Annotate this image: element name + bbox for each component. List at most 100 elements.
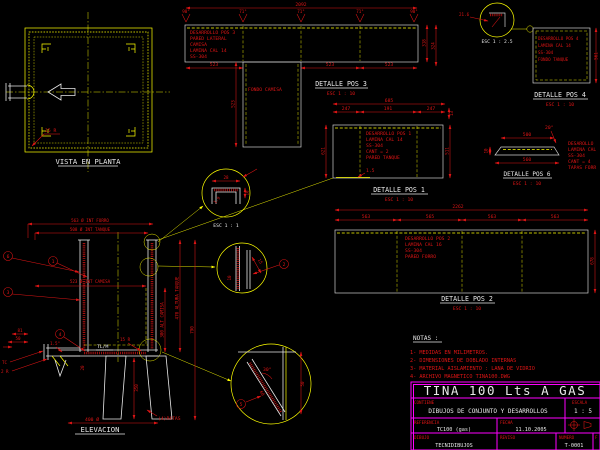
pos3-tab-dim: 523 xyxy=(231,100,236,108)
detalle-pos-3: 2092 90° 71° 71° 71° 90° DESARROLLO POS … xyxy=(181,2,438,148)
pos6-dim-top: 500 xyxy=(523,132,532,138)
elev-ref-4: 4 xyxy=(59,332,62,338)
elev-ref-3-balloon xyxy=(3,287,13,297)
fecha-label: FECHA xyxy=(500,420,513,425)
leg-left xyxy=(102,355,127,420)
pos6-note: LAMINA CAL xyxy=(568,147,596,153)
pos4-zoom-circle xyxy=(479,2,515,38)
elev-radius-label: 15 R xyxy=(120,337,131,342)
numero-label: NUMERO xyxy=(559,435,575,440)
numero-value: T-0001 xyxy=(565,443,584,449)
pos2-esc: ESC 1 : 10 xyxy=(453,306,481,312)
detail-circle-c: 30° 50 60 5 xyxy=(161,343,312,425)
elev-dim-a: 81 xyxy=(17,328,23,333)
detailC-angle: 30° xyxy=(263,367,272,373)
pos1-blank xyxy=(332,124,444,179)
pos2-dim-right: 678 xyxy=(590,257,595,265)
pos3-blank xyxy=(184,24,419,63)
detailC-ref-balloon xyxy=(236,399,246,409)
detalle-pos-2: 2262 563 565 563 563 DESARROLLO POS 2 LA… xyxy=(334,204,597,312)
pos2-note: PARED FORRO xyxy=(405,254,436,260)
pos4-note: SS-304 xyxy=(538,50,554,55)
detailB-ref: 2 xyxy=(283,262,286,268)
pos3-dim-right: 324 xyxy=(431,42,436,50)
tank-outline xyxy=(24,27,153,153)
detail-circle-b: 15 10 2 xyxy=(157,242,289,294)
pos6-blank xyxy=(494,146,560,156)
pos6-dim-left: 10 xyxy=(484,148,489,154)
detailB-ref-balloon xyxy=(279,259,289,269)
detailC-dim-a: 50 xyxy=(300,381,305,387)
elev-dim-b: 50 xyxy=(15,336,21,341)
drawing-title: TINA 100 Lts A GAS xyxy=(424,383,586,398)
pos3-tab xyxy=(242,61,302,148)
pos6-note: SS-304 xyxy=(568,153,585,159)
title-block: TINA 100 Lts A GAS CONTIENE DIBUJOS DE C… xyxy=(410,381,600,450)
referencia-value: TC100 (gas) xyxy=(437,427,471,433)
pos1-dim-edge: 13 xyxy=(449,111,454,117)
pos6-note: TAPAS FORR xyxy=(568,165,596,171)
pos2-dim-total: 2262 xyxy=(452,204,463,210)
pos3-angle: 71° xyxy=(239,9,247,14)
elev-base-dim: 400 Ø xyxy=(85,416,99,423)
dibujo-label: DIBUJO xyxy=(414,435,430,440)
pos3-note: DESARROLLO POS 3 xyxy=(190,30,235,36)
flow-arrow-icon xyxy=(47,83,76,101)
elev-dim-tanque: 508 Ø INT TANQUE xyxy=(70,227,111,232)
pos4-dim-right: 561 xyxy=(594,52,599,60)
pos2-dim-top: 565 xyxy=(426,214,435,220)
pos1-dim-total: 685 xyxy=(385,98,394,104)
elev-dim-camisa-h: 300 ALT CAMISA xyxy=(160,302,165,338)
nota-line: 4- ARCHIVO MAGNETICO TINA100.DWG xyxy=(410,374,510,380)
elev-dim-camisa: 523 Ø INT CAMISA xyxy=(70,279,111,284)
dibujo-value: TECNIDIBUJOS xyxy=(435,443,472,449)
notas-block: NOTAS : 1- MEDIDAS EN MILIMETROS. 2- DIM… xyxy=(410,335,535,380)
elev-tc-label: TC xyxy=(2,360,8,365)
vista-en-planta-view: 15 R VISTA EN PLANTA xyxy=(5,12,170,172)
pos3-dim-bottom: 523 xyxy=(210,62,219,68)
pos1-dim-top: 247 xyxy=(427,106,436,112)
pos1-note: LAMINA CAL 14 xyxy=(366,137,403,143)
elev-ref-1-balloon xyxy=(48,256,58,266)
elev-tlm-label: TL/M xyxy=(97,344,108,350)
pos6-dim-bottom: 560 xyxy=(523,157,532,163)
pos2-blank xyxy=(334,229,589,294)
elev-ref-1: 1 xyxy=(52,259,55,265)
referencia-label: REFERENCIA xyxy=(414,420,440,425)
elev-ref-6: 6 xyxy=(7,254,10,260)
elev-title: ELEVACION xyxy=(81,425,120,434)
pos3-note: SS-304 xyxy=(190,54,207,60)
elevacion-view: 563 Ø INT FORRO 508 Ø INT TANQUE 523 Ø I… xyxy=(1,177,334,435)
pos3-note: CAMISA xyxy=(190,42,207,48)
pos3-angle: 71° xyxy=(356,9,364,14)
pos3-angle: 90° xyxy=(410,9,418,14)
detalle-pos-6: 500 10 20° 560 DETALLE POS 6 ESC 1 : 10 … xyxy=(484,125,597,187)
pos1-dim-top: 191 xyxy=(384,106,393,112)
elev-ref-6-balloon xyxy=(3,251,13,261)
pos1-note: PARED TANQUE xyxy=(366,155,400,161)
pos3-angle: 71° xyxy=(297,9,305,14)
detail-circle-a: 28 10 1.9 ESC 1 : 1 xyxy=(157,168,258,243)
detailA-esc: ESC 1 : 1 xyxy=(213,223,239,229)
projection-symbol-icon xyxy=(568,419,592,431)
elev-dim-total-h: 790 xyxy=(190,326,195,334)
pos4-zoom-dim: 21.6 xyxy=(459,12,470,17)
pos4-esc-zoom: ESC 1 : 2.5 xyxy=(481,39,512,45)
detailB-dim-b: 10 xyxy=(227,275,232,281)
pos2-note: LAMINA CAL 16 xyxy=(405,242,442,248)
pos3-dim-bottom: 523 xyxy=(385,62,394,68)
pos1-title: DETALLE POS 1 xyxy=(373,186,425,194)
nota-line: 1- MEDIDAS EN MILIMETROS. xyxy=(410,350,488,356)
pos1-dim-top: 247 xyxy=(342,106,351,112)
inlet-pipe xyxy=(5,83,35,101)
pos4-note: FONDO TANQUE xyxy=(538,57,569,62)
escala-label: ESCALA xyxy=(572,400,588,405)
pos4-blank xyxy=(532,27,591,84)
detalle-pos-4: 21.6 ESC 1 : 2.5 DESARROLLO POS 4 LAMINA… xyxy=(459,2,599,108)
pos1-dim-right: 511 xyxy=(445,147,450,155)
pos3-note: LAMINA CAL 14 xyxy=(190,48,227,54)
pos2-dim-top: 563 xyxy=(551,214,560,220)
elev-r-label: 2 R xyxy=(1,369,9,374)
